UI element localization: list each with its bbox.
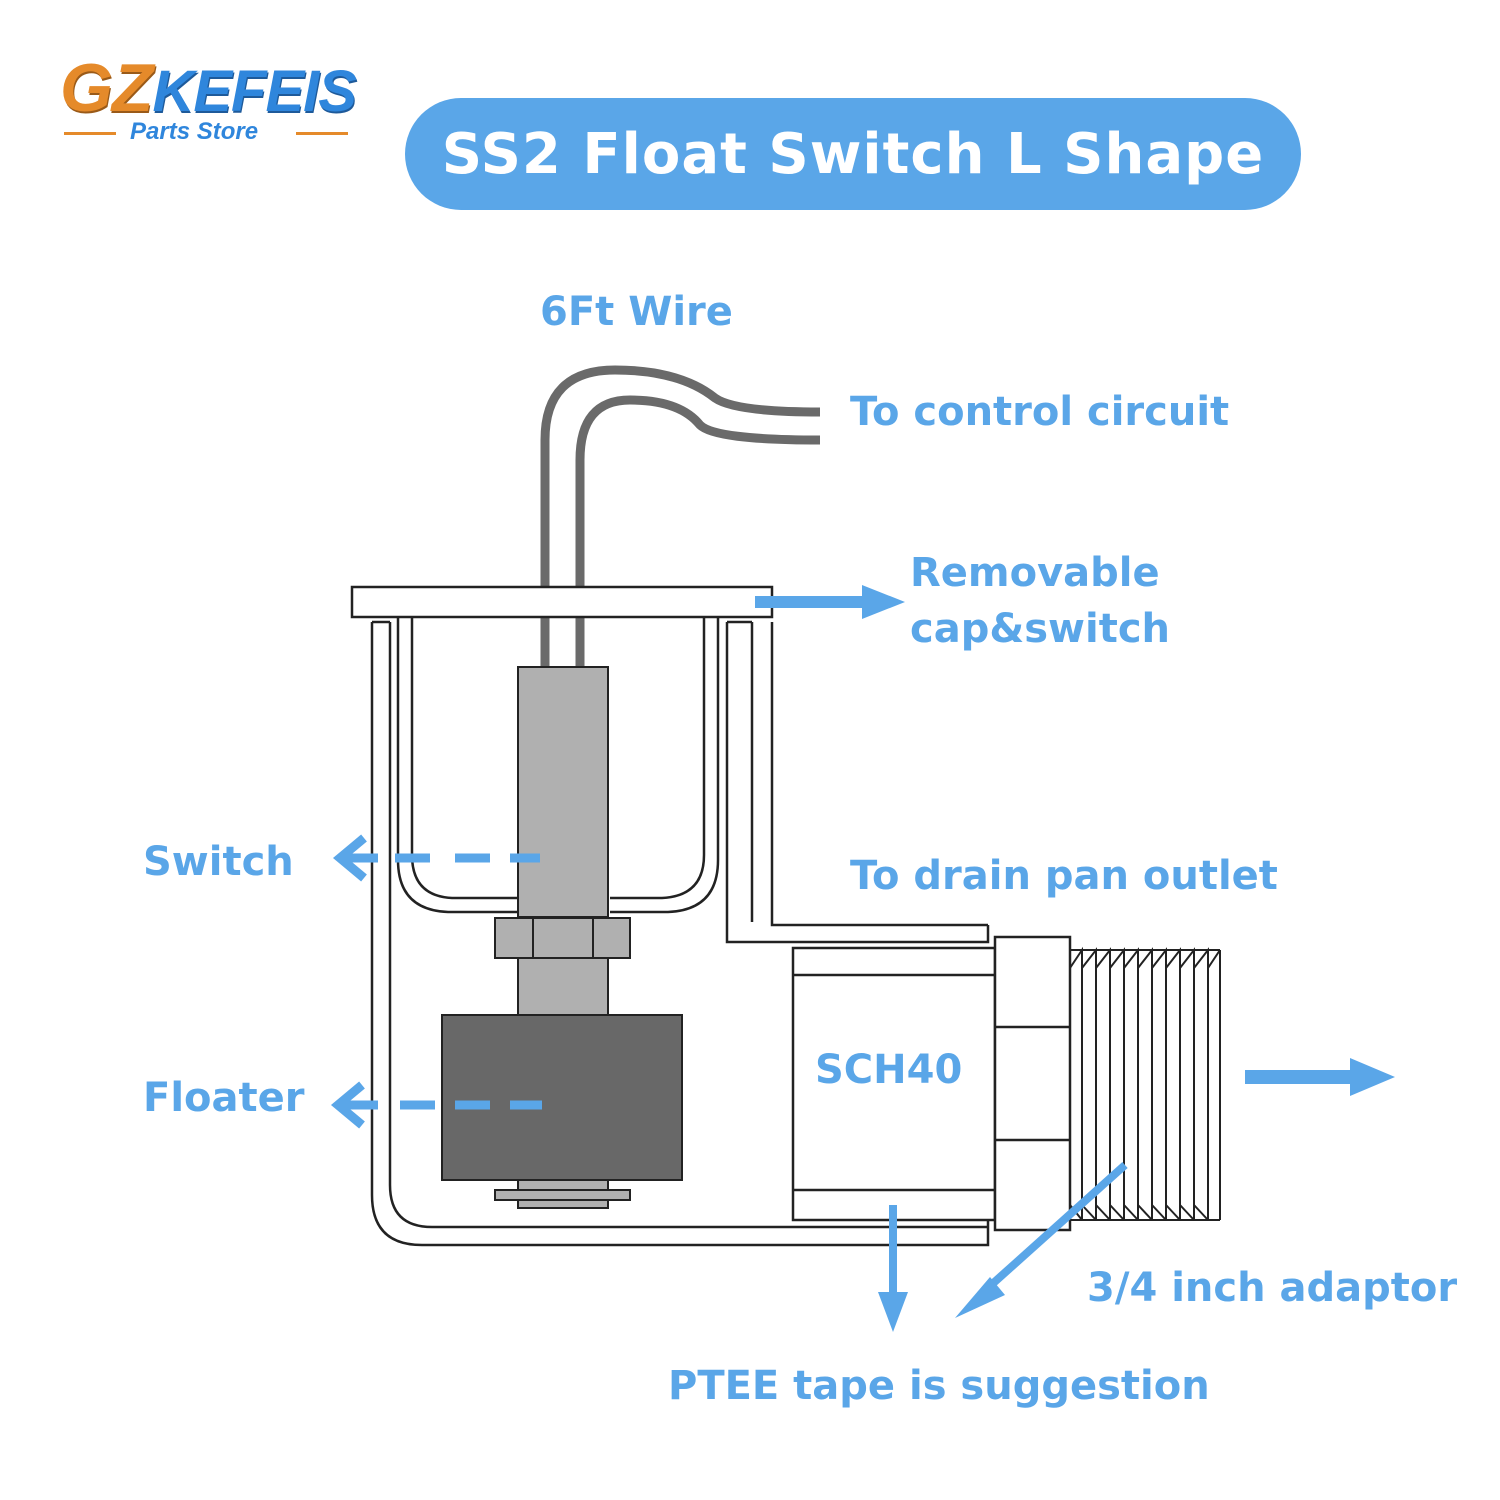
housing-outer-right	[770, 622, 988, 927]
logo-subtitle: Parts Store	[130, 118, 259, 145]
label-adaptor: 3/4 inch adaptor	[1087, 1265, 1458, 1311]
wire-strand-inner	[575, 395, 821, 668]
switch-stem	[517, 957, 609, 1017]
cap	[350, 585, 774, 619]
arrow-ptee	[878, 1205, 908, 1332]
wire	[540, 365, 821, 668]
label-ptee: PTEE tape is suggestion	[668, 1363, 1210, 1409]
label-control-circuit: To control circuit	[850, 389, 1230, 435]
label-sch40: SCH40	[815, 1047, 963, 1093]
sch40-pipe	[791, 946, 997, 1222]
title-banner: SS2 Float Switch L Shape	[405, 98, 1301, 210]
switch-nut	[494, 917, 631, 959]
logo-gz: GZ	[60, 50, 153, 126]
housing-inner	[388, 622, 988, 1229]
page-title: SS2 Float Switch L Shape	[441, 121, 1265, 187]
washer-bottom	[517, 1199, 609, 1209]
label-removable: Removable	[910, 550, 1160, 596]
label-wire: 6Ft Wire	[540, 289, 733, 335]
logo-rule-left	[64, 132, 116, 135]
logo-kefeis: KEFEIS	[152, 59, 356, 124]
housing-inner-elbow	[725, 622, 990, 944]
arrow-adaptor	[955, 1162, 1128, 1318]
adaptor-hex	[993, 935, 1072, 1232]
wire-strand-outer	[540, 365, 821, 668]
housing-outer	[370, 622, 990, 1247]
arrow-switch	[332, 834, 540, 882]
housing	[370, 620, 990, 1247]
logo-rule-right	[296, 132, 348, 135]
logo-wordmark: GZKEFEIS	[60, 48, 357, 132]
floater-body	[441, 1014, 683, 1181]
switch-body	[517, 666, 609, 918]
label-cap-switch: cap&switch	[910, 606, 1170, 652]
arrow-floater	[330, 1081, 542, 1129]
arrow-removable	[755, 585, 905, 619]
label-floater: Floater	[143, 1075, 305, 1121]
brand-logo: GZKEFEIS	[60, 48, 380, 158]
washer-top	[517, 1179, 609, 1191]
washer	[494, 1189, 631, 1201]
label-switch: Switch	[143, 839, 294, 885]
arrow-outlet	[1245, 1058, 1395, 1096]
adaptor-threads	[1069, 946, 1221, 1221]
label-drain: To drain pan outlet	[850, 853, 1278, 899]
